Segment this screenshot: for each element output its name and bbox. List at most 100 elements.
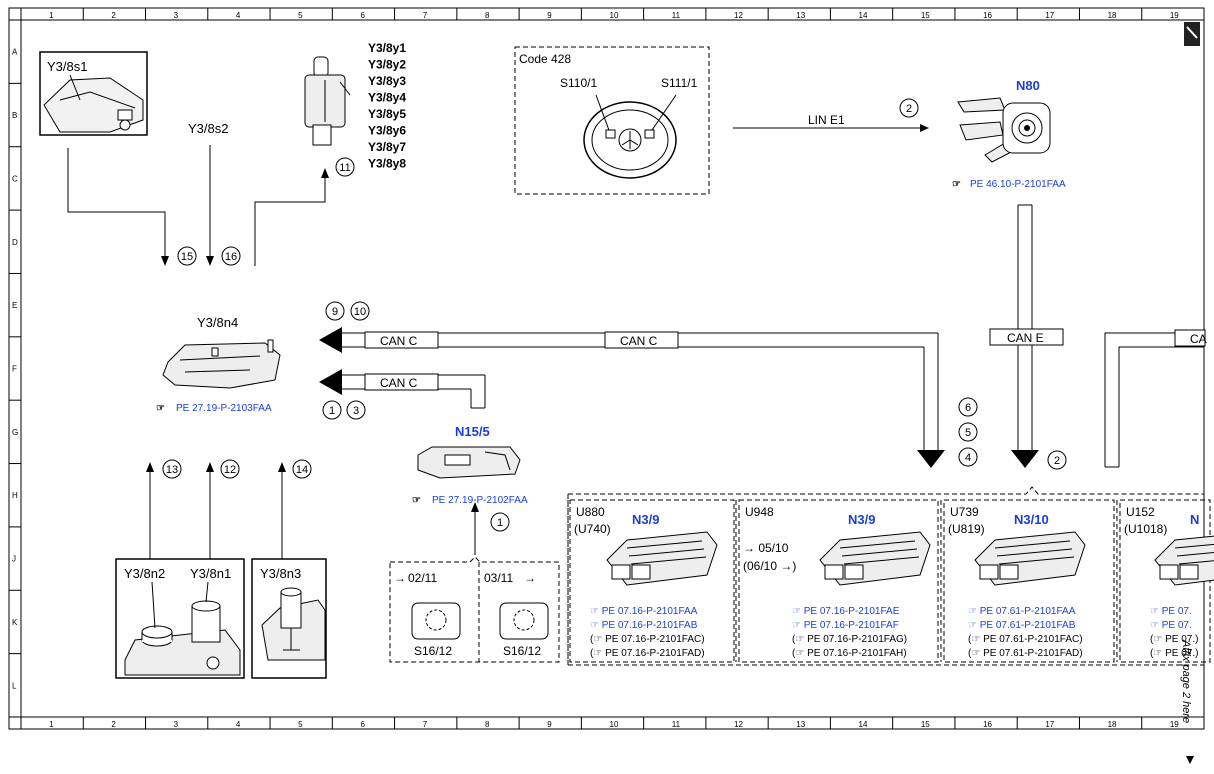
y38y-label: Y3/8y2 [368, 58, 406, 72]
callout-number: 16 [221, 246, 241, 266]
ruler-row-label: J [12, 555, 16, 564]
affix-page-note: Affix page 2 here [1180, 639, 1192, 723]
ruler-row-label: E [12, 301, 17, 310]
svg-text:11: 11 [339, 162, 350, 174]
ruler-col-label: 9 [547, 11, 552, 20]
ecu-ref[interactable]: (☞ PE 07.) [1150, 634, 1198, 645]
ruler-col-label: 18 [1108, 11, 1117, 20]
y38y-label-list: Y3/8y1Y3/8y2Y3/8y3Y3/8y4Y3/8y5Y3/8y6Y3/8… [368, 41, 406, 171]
ruler-col-label: 2 [111, 11, 116, 20]
svg-text:2: 2 [1054, 455, 1060, 467]
svg-text:→: → [524, 571, 536, 585]
y38n4-ref[interactable]: PE 27.19-P-2103FAA [176, 403, 272, 414]
ecu-date-until: (06/10 →) [743, 559, 796, 573]
y38n1-label: Y3/8n1 [190, 566, 231, 581]
ruler-col-label: 5 [298, 11, 303, 20]
ruler-col-label: 17 [1045, 720, 1054, 729]
ecu-code: U152 [1126, 505, 1155, 519]
ruler-row-label: K [12, 618, 18, 627]
y38y-label: Y3/8y4 [368, 91, 406, 105]
svg-text:2: 2 [906, 103, 912, 115]
n80-ref[interactable]: PE 46.10-P-2101FAA [970, 179, 1066, 190]
ecu-code: U948 [745, 505, 774, 519]
ecu-ref[interactable]: (☞ PE 07.16-P-2101FAG) [792, 634, 907, 645]
svg-text:10: 10 [354, 306, 366, 318]
ecu-ref[interactable]: ☞ PE 07. [1150, 620, 1192, 631]
y38y-label: Y3/8y5 [368, 107, 406, 121]
ruler-col-label: 12 [734, 11, 743, 20]
ecu-card: U739(U819)N3/10☞ PE 07.61-P-2101FAA☞ PE … [948, 505, 1086, 659]
ruler-col-label: 12 [734, 720, 743, 729]
ruler-col-label: 6 [360, 11, 365, 20]
can-c-label: CAN C [380, 334, 418, 348]
valve-body-module-icon [162, 339, 281, 389]
ruler-col-label: 15 [921, 11, 930, 20]
ecu-ref[interactable]: ☞ PE 07.16-P-2101FAE [792, 606, 900, 617]
ruler-col-label: 17 [1045, 11, 1054, 20]
can-c-label: CAN C [380, 376, 418, 390]
ruler-col-label: 1 [49, 720, 54, 729]
svg-text:5: 5 [965, 427, 971, 439]
ruler-col-label: 10 [610, 720, 619, 729]
ruler-row-label: G [12, 428, 18, 437]
callout-number: 4 [958, 447, 978, 467]
y38y-label: Y3/8y6 [368, 124, 406, 138]
ecu-name: N [1190, 512, 1199, 527]
s110-label: S110/1 [560, 76, 597, 90]
svg-text:6: 6 [965, 402, 971, 414]
ruler-col-label: 7 [423, 11, 428, 20]
grid-ruler: 1122334455667788991010111112121313141415… [9, 8, 1179, 729]
electronic-selector-module-icon [417, 446, 521, 479]
y38n3-label: Y3/8n3 [260, 566, 301, 581]
ecu-ref[interactable]: ☞ PE 07.61-P-2101FAB [968, 620, 1076, 631]
ecu-ref[interactable]: ☞ PE 07.61-P-2101FAA [968, 606, 1076, 617]
ruler-row-label: F [12, 365, 17, 374]
ruler-col-label: 4 [236, 720, 241, 729]
ecu-ref[interactable]: (☞ PE 07.) [1150, 648, 1198, 659]
y38n4-label: Y3/8n4 [197, 315, 238, 330]
callout-number: 11 [335, 157, 355, 177]
callout-number: 2 [1047, 450, 1067, 470]
ecu-alt-code: (U740) [574, 522, 611, 536]
ecu-ref[interactable]: (☞ PE 07.16-P-2101FAH) [792, 648, 907, 659]
code428-label: Code 428 [519, 52, 571, 66]
s1612-label: S16/12 [414, 644, 452, 658]
hand-pointer-icon: ☞ [156, 403, 165, 414]
ecu-name: N3/9 [848, 512, 875, 527]
ruler-col-label: 9 [547, 720, 552, 729]
ecu-ref[interactable]: (☞ PE 07.16-P-2101FAD) [590, 648, 705, 659]
svg-text:3: 3 [353, 405, 359, 417]
svg-text:1: 1 [329, 405, 335, 417]
ruler-col-label: 13 [796, 720, 805, 729]
diagram-frame [8, 7, 1205, 730]
solenoid-valve-icon [304, 56, 351, 146]
hand-pointer-icon: ☞ [952, 179, 961, 190]
steering-column-module-icon [957, 97, 1051, 163]
ecu-card: U152(U1018)N☞ PE 07.☞ PE 07.(☞ PE 07.)(☞… [1124, 505, 1214, 659]
y38y-label: Y3/8y8 [368, 157, 406, 171]
ruler-row-label: C [12, 174, 18, 183]
callout-number: 1 [490, 512, 510, 532]
code428-box [514, 46, 710, 195]
can-c-label: CAN C [620, 334, 658, 348]
n155-ref[interactable]: PE 27.19-P-2102FAA [432, 495, 528, 506]
ecu-ref[interactable]: ☞ PE 07.16-P-2101FAA [590, 606, 698, 617]
callout-number: 13 [162, 459, 182, 479]
ruler-row-label: D [12, 238, 18, 247]
svg-text:12: 12 [224, 464, 236, 476]
ecu-ref[interactable]: (☞ PE 07.16-P-2101FAC) [590, 634, 705, 645]
ecu-ref[interactable]: ☞ PE 07. [1150, 606, 1192, 617]
ruler-col-label: 3 [174, 11, 179, 20]
ruler-col-label: 16 [983, 11, 992, 20]
ruler-col-label: 8 [485, 11, 490, 20]
ruler-col-label: 5 [298, 720, 303, 729]
ecu-group: U880(U740)N3/9☞ PE 07.16-P-2101FAA☞ PE 0… [574, 505, 1214, 659]
ecu-name: N3/9 [632, 512, 659, 527]
ruler-row-label: A [12, 48, 18, 57]
ecu-ref[interactable]: ☞ PE 07.16-P-2101FAB [590, 620, 698, 631]
ecu-ref[interactable]: (☞ PE 07.61-P-2101FAD) [968, 648, 1083, 659]
ecu-ref[interactable]: (☞ PE 07.61-P-2101FAC) [968, 634, 1083, 645]
ecu-ref[interactable]: ☞ PE 07.16-P-2101FAF [792, 620, 899, 631]
can-e-label: CAN E [1007, 331, 1044, 345]
